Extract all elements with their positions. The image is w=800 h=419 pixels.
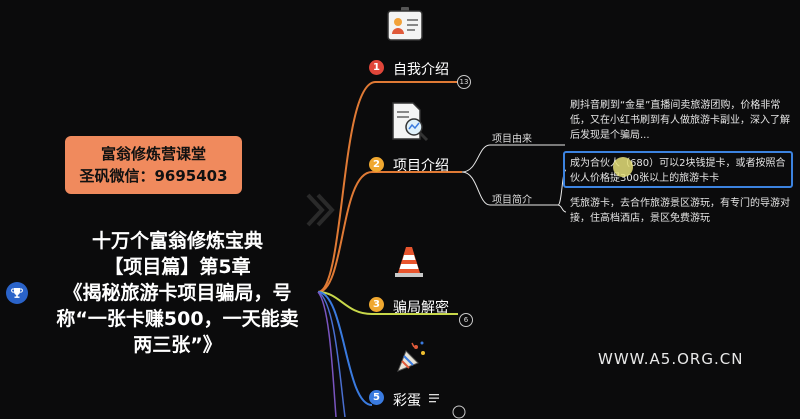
leaf-summary-text-2[interactable]: 凭旅游卡，去合作旅游景区游玩，有专门的导游对接，住高档酒店，景区免费游玩 — [570, 198, 790, 224]
watermark-text: WWW.A5.ORG.CN — [598, 350, 744, 368]
node-self-intro[interactable]: 自我介绍 — [393, 62, 449, 78]
cursor-highlight — [613, 157, 633, 177]
leaf-summary-text-1[interactable]: 成为合伙人（680）可以2块钱提卡，或者按照合伙人价格提300张以上的旅游卡卡 — [570, 158, 786, 184]
subnode-project-origin[interactable]: 项目由来 — [492, 134, 532, 145]
channel-banner: 富翁修炼营课堂 圣矾微信：9695403 — [65, 136, 242, 194]
central-topic-line-1: 十万个富翁修炼宝典 — [91, 230, 263, 252]
collapsed-count-badge[interactable]: 6 — [459, 313, 473, 327]
trophy-icon — [6, 282, 28, 304]
document-analysis-icon — [392, 102, 429, 142]
id-badge-icon — [387, 7, 423, 41]
node-scam-reveal[interactable]: 骗局解密 — [393, 300, 449, 316]
node-number-3: 3 — [369, 297, 384, 312]
collapsed-count-badge[interactable]: 13 — [457, 75, 471, 89]
notes-icon[interactable] — [428, 392, 440, 404]
node-easter-egg[interactable]: 彩蛋 — [393, 393, 421, 409]
central-topic-line-5: 两三张”》 — [133, 334, 222, 356]
traffic-cone-icon — [395, 247, 423, 277]
central-topic-line-3: 《揭秘旅游卡项目骗局，号 — [63, 282, 292, 304]
banner-line-1: 富翁修炼营课堂 — [100, 145, 206, 163]
node-number-2: 2 — [369, 157, 384, 172]
subnode-project-summary[interactable]: 项目简介 — [492, 195, 532, 206]
central-topic-line-2: 【项目篇】第5章 — [104, 256, 251, 278]
leaf-origin-text[interactable]: 刷抖音刷到“金星”直播间卖旅游团购，价格非常低，又在小红书刷到有人做旅游卡副业，… — [570, 100, 790, 141]
party-popper-icon — [397, 341, 425, 372]
node-number-1: 1 — [369, 60, 384, 75]
central-topic[interactable]: 十万个富翁修炼宝典 【项目篇】第5章 《揭秘旅游卡项目骗局，号 称“一张卡赚50… — [45, 228, 310, 358]
central-topic-line-4: 称“一张卡赚500，一天能卖 — [56, 308, 299, 330]
node-project-intro[interactable]: 项目介绍 — [393, 158, 449, 174]
node-number-5: 5 — [369, 390, 384, 405]
selected-node-highlight — [563, 151, 793, 188]
banner-line-2: 圣矾微信：9695403 — [79, 167, 228, 185]
